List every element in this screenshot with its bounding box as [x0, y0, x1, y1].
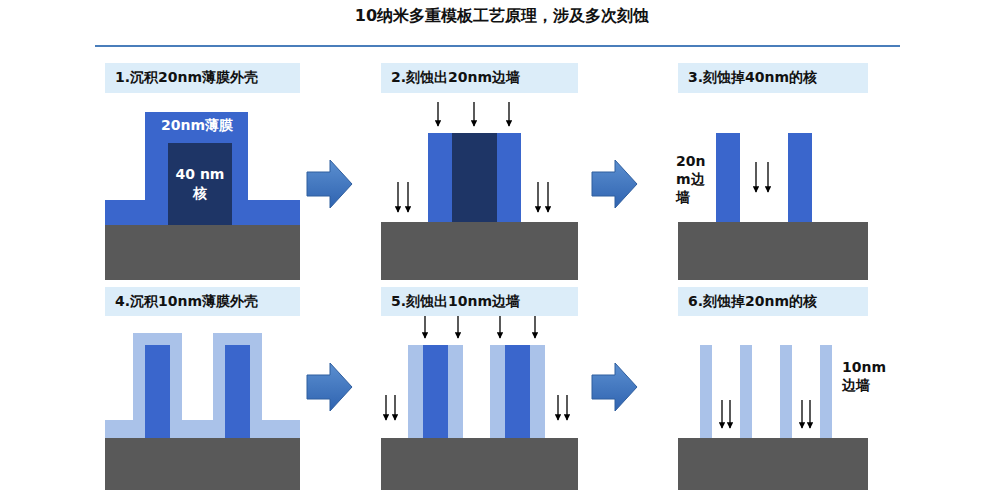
title-rule	[95, 45, 900, 47]
step-arrow	[307, 160, 637, 411]
annotation-label: 20nm边墙	[676, 152, 712, 207]
step-heading: 1.沉积20nm薄膜外壳	[105, 63, 300, 93]
core-label: 40 nm 核	[168, 165, 232, 203]
diagram-title: 10纳米多重模板工艺原理，涉及多次刻蚀	[0, 6, 1004, 27]
step5-figure	[381, 314, 578, 490]
step2-figure	[381, 102, 578, 280]
annotation-label: 20nm薄膜	[146, 116, 248, 134]
step-title: 3.刻蚀掉40nm的核	[688, 69, 817, 87]
step-title: 6.刻蚀掉20nm的核	[688, 293, 817, 311]
step-heading: 2.刻蚀出20nm边墙	[381, 63, 578, 93]
step-title: 4.沉积10nm薄膜外壳	[115, 293, 258, 311]
step-heading: 6.刻蚀掉20nm的核	[678, 287, 868, 316]
step-title: 1.沉积20nm薄膜外壳	[115, 69, 258, 87]
step-title: 5.刻蚀出10nm边墙	[391, 293, 520, 311]
annotation-label: 10nm边墙	[842, 358, 892, 394]
step4-figure	[105, 333, 300, 490]
step-heading: 4.沉积10nm薄膜外壳	[105, 287, 300, 316]
step1-figure	[105, 112, 300, 280]
core-block: 40 nm 核	[168, 143, 232, 225]
step-heading: 3.刻蚀掉40nm的核	[678, 63, 868, 93]
step3-figure	[678, 133, 868, 280]
step-heading: 5.刻蚀出10nm边墙	[381, 287, 578, 316]
step6-figure	[678, 345, 868, 490]
step-title: 2.刻蚀出20nm边墙	[391, 69, 520, 87]
